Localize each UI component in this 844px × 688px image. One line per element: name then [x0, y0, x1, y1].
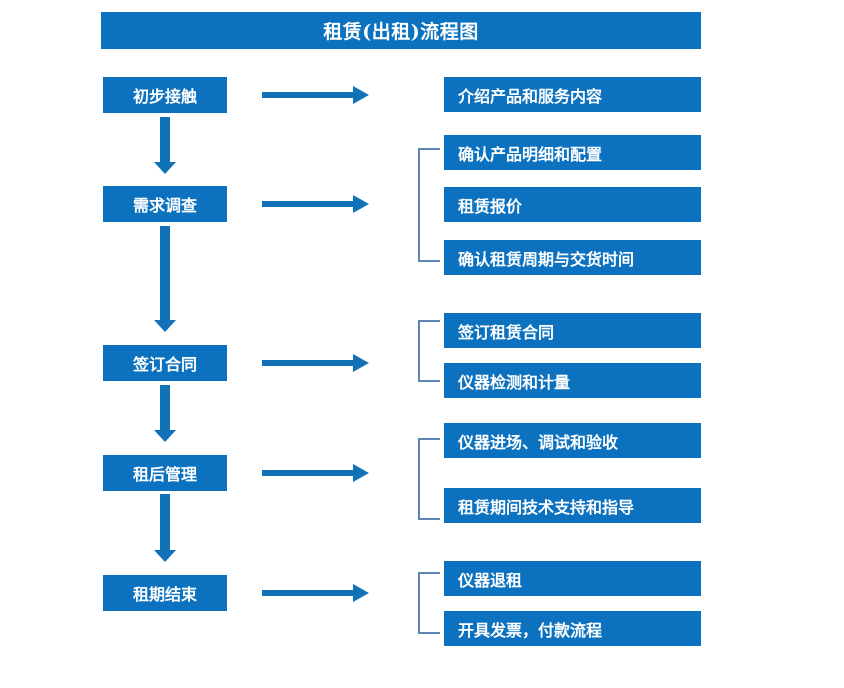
stage-box-rental-end[interactable]: 租期结束: [103, 575, 227, 611]
stage-box-post-rental-mgmt[interactable]: 租后管理: [103, 455, 227, 491]
detail-box-instrument-return[interactable]: 仪器退租: [444, 561, 701, 596]
arrow-contract-to-details: [262, 354, 369, 372]
arrow-needs-to-details: [262, 195, 369, 213]
detail-box-invoice-payment[interactable]: 开具发票，付款流程: [444, 611, 701, 646]
detail-box-introduce-products[interactable]: 介绍产品和服务内容: [444, 77, 701, 112]
arrow-initial-to-details: [262, 86, 369, 104]
arrow-postmgmt-to-details: [262, 464, 369, 482]
detail-box-confirm-spec[interactable]: 确认产品明细和配置: [444, 135, 701, 170]
arrow-contract-to-postmgmt: [154, 385, 176, 442]
stage-box-initial-contact[interactable]: 初步接触: [103, 77, 227, 113]
bracket-group-rental-end: [418, 572, 440, 634]
detail-box-instrument-testing[interactable]: 仪器检测和计量: [444, 363, 701, 398]
stage-box-needs-survey[interactable]: 需求调查: [103, 186, 227, 222]
bracket-group-sign-contract: [418, 320, 440, 382]
detail-box-confirm-period[interactable]: 确认租赁周期与交货时间: [444, 240, 701, 275]
arrow-end-to-details: [262, 584, 369, 602]
detail-box-instrument-delivery[interactable]: 仪器进场、调试和验收: [444, 423, 701, 458]
detail-box-rental-quote[interactable]: 租赁报价: [444, 187, 701, 222]
arrow-initial-to-needs: [154, 117, 176, 174]
detail-box-sign-rental-contract[interactable]: 签订租赁合同: [444, 313, 701, 348]
detail-box-technical-support[interactable]: 租赁期间技术支持和指导: [444, 488, 701, 523]
arrow-needs-to-contract: [154, 226, 176, 332]
arrow-postmgmt-to-end: [154, 494, 176, 562]
bracket-group-needs-survey: [418, 148, 440, 262]
chart-title: 租赁(出租)流程图: [101, 12, 701, 49]
stage-box-sign-contract[interactable]: 签订合同: [103, 345, 227, 381]
bracket-group-post-rental-mgmt: [418, 438, 440, 520]
